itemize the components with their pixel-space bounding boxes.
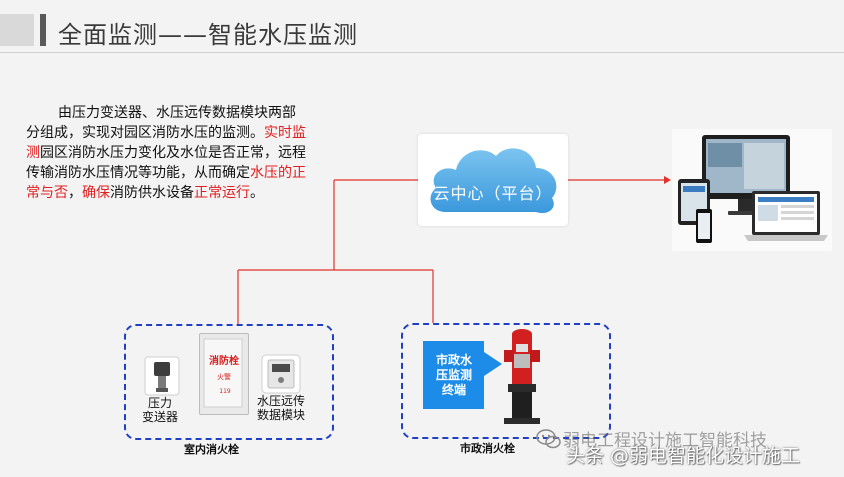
description-highlight: 正常运行 — [194, 185, 250, 201]
description-highlight: 实时监测 — [26, 125, 306, 161]
terminal-label: 市政水 压监测 终端 — [435, 353, 472, 397]
description-segment: 由压力变送器、水压远传数据模块两部分组成，实现对园区消防水压的监测。 — [26, 105, 296, 141]
remote-module-label: 水压远传 数据模块 — [256, 394, 305, 422]
description-segment: ， — [68, 185, 82, 201]
terminal-tile — [423, 341, 484, 409]
watermark-toutiao: 头条 @弱电智能化设计施工 — [566, 445, 801, 467]
fire-hydrant-icon — [504, 329, 540, 424]
remote-module-icon — [261, 354, 301, 394]
devices-illustration — [678, 135, 828, 243]
wechat-icon — [536, 429, 561, 449]
terminal-arrow-icon — [484, 352, 502, 376]
hydrant-cabinet-alarm: 火警 — [217, 373, 231, 381]
arrow-head-devices — [664, 176, 671, 184]
cloud-icon — [430, 148, 557, 214]
watermark-account: 弱电工程设计施工智能科技 — [563, 431, 767, 451]
municipal-hydrant-label: 市政消火栓 — [460, 442, 515, 455]
header-accent-bar — [40, 14, 46, 46]
description-segment: 消防供水设备 — [110, 185, 194, 201]
hydrant-cabinet-door — [203, 338, 243, 408]
description-highlight: 确保 — [82, 185, 110, 201]
page-title: 全面监测——智能水压监测 — [58, 21, 358, 49]
description-highlight: 水压的正常与否 — [26, 165, 306, 201]
pressure-transmitter-label: 压力 变送器 — [141, 396, 178, 424]
description-segment: 园区消防水压力变化及水位是否正常，远程传输消防水压情况等功能，从而确定 — [26, 145, 306, 181]
header-divider — [0, 52, 844, 53]
description-segment: 。 — [250, 185, 264, 201]
pressure-transmitter-icon — [144, 356, 180, 396]
municipal-hydrant-group — [401, 323, 611, 439]
header-accent-block — [0, 14, 34, 46]
hydrant-cabinet-number: 119 — [219, 388, 231, 395]
indoor-hydrant-label: 室内消火栓 — [184, 443, 239, 456]
hydrant-cabinet-title: 消防栓 — [209, 356, 239, 367]
indoor-hydrant-group — [124, 324, 334, 440]
cloud-label: 云中心（平台） — [433, 184, 553, 203]
description-text: 由压力变送器、水压远传数据模块两部分组成，实现对园区消防水压的监测。实时监测园区… — [26, 103, 308, 203]
